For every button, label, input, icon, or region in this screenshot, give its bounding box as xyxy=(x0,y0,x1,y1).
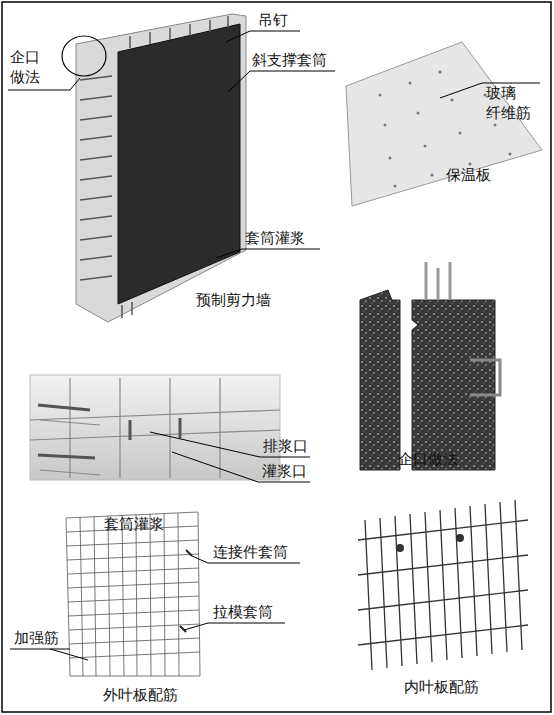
part-label: 加强筋 xyxy=(14,629,59,649)
part-label: 斜支撑套筒 xyxy=(252,51,327,71)
part-label: 企口做法 xyxy=(398,450,458,470)
part-label: 拉模套筒 xyxy=(213,603,273,623)
part-label: 排浆口 xyxy=(263,437,308,457)
part-label: 吊钉 xyxy=(258,11,288,31)
part-label: 连接件套筒 xyxy=(213,543,288,563)
part-label: 玻璃 纤维筋 xyxy=(486,84,534,123)
part-label: 外叶板配筋 xyxy=(103,686,178,706)
part-label: 套筒灌浆 xyxy=(245,229,305,249)
part-label: 套筒灌浆 xyxy=(104,515,164,535)
part-label: 灌浆口 xyxy=(262,462,307,482)
part-label: 企口 做法 xyxy=(10,48,45,87)
part-label: 保温板 xyxy=(446,166,491,186)
part-label: 内叶板配筋 xyxy=(404,678,479,698)
part-label: 预制剪力墙 xyxy=(196,291,271,311)
